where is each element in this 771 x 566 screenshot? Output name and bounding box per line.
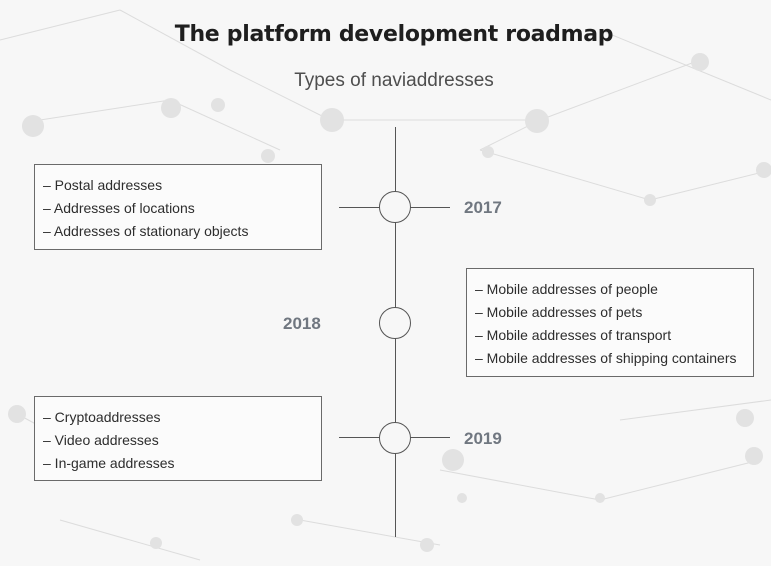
list-item: – Cryptoaddresses <box>43 409 161 425</box>
year-label-2018: 2018 <box>283 314 321 333</box>
list-item: – In-game addresses <box>43 455 175 471</box>
milestone-box-2019: – Cryptoaddresses – Video addresses – In… <box>34 396 322 481</box>
year-label-2017: 2017 <box>464 198 502 217</box>
timeline-node-2018 <box>379 307 411 339</box>
year-label-2019: 2019 <box>464 429 502 448</box>
list-item: – Addresses of locations <box>43 200 195 216</box>
milestone-box-2018: – Mobile addresses of people – Mobile ad… <box>466 268 754 377</box>
page-subtitle: Types of naviaddresses <box>294 70 494 91</box>
timeline-node-2019 <box>379 422 411 454</box>
list-item: – Mobile addresses of pets <box>475 304 643 320</box>
list-item: – Video addresses <box>43 432 159 448</box>
list-item: – Mobile addresses of people <box>475 281 658 297</box>
milestone-box-2017: – Postal addresses – Addresses of locati… <box>34 164 322 250</box>
page-title: The platform development roadmap <box>174 22 614 47</box>
timeline-node-2017 <box>379 191 411 223</box>
list-item: – Mobile addresses of shipping container… <box>475 350 737 366</box>
list-item: – Postal addresses <box>43 177 163 193</box>
list-item: – Addresses of stationary objects <box>43 223 249 239</box>
list-item: – Mobile addresses of transport <box>475 327 672 343</box>
